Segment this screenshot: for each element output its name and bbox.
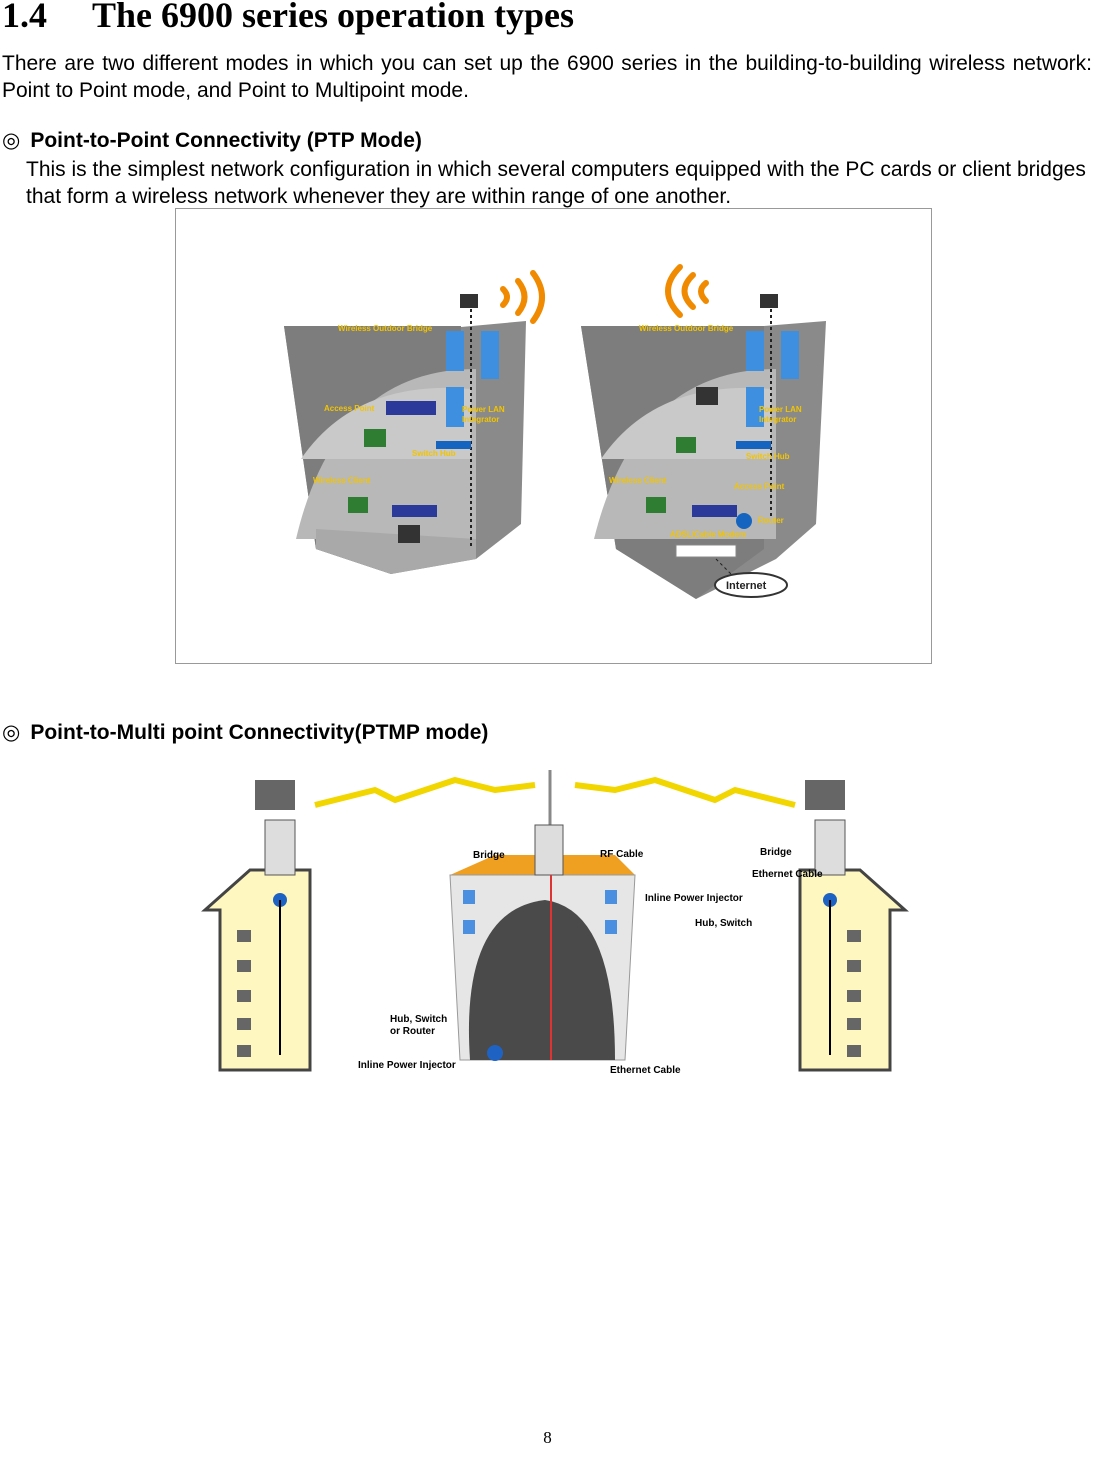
label-right-pli: Power LAN [759,405,802,414]
ptmp-title-text: Point-to-Multi point Connectivity(PTMP m… [30,721,489,744]
ptp-description: This is the simplest network configurati… [26,158,1086,208]
label-left-pli2: Integrator [462,415,499,424]
left-building [284,294,526,574]
label-left-client: Wireless Client [313,476,371,485]
ptp-title: ◎ Point-to-Point Connectivity (PTP Mode) [2,128,422,153]
label-ethernet-cable-right: Ethernet Cable [752,869,823,880]
label-left-ap: Access Point [324,404,375,413]
ptp-title-text: Point-to-Point Connectivity (PTP Mode) [30,129,422,152]
ptmp-diagram-svg: Bridge RF Cable Bridge Ethernet Cable In… [201,770,909,1076]
label-hub-switch-right: Hub, Switch [695,918,752,929]
section-title: The 6900 series operation types [92,0,574,35]
label-hub-switch-router-2: or Router [390,1026,435,1037]
right-building [581,294,826,599]
page-number: 8 [543,1428,552,1447]
ptmp-diagram: Bridge RF Cable Bridge Ethernet Cable In… [195,760,915,1100]
label-right-pli2: Integrator [759,415,796,424]
ptmp-labels: Bridge RF Cable Bridge Ethernet Cable In… [358,847,823,1076]
label-right-switch: Switch Hub [746,452,790,461]
ptp-diagram-svg: Wireless Outdoor Bridge Access Point Pow… [284,264,826,599]
intro-paragraph: There are two different modes in which y… [2,52,1092,102]
label-ethernet-cable-bottom: Ethernet Cable [610,1065,681,1076]
label-right-modem: ADSL/Cable Modem [670,530,746,539]
label-inline-injector-left: Inline Power Injector [358,1060,456,1071]
left-tower-building [201,780,312,1072]
label-inline-injector-right: Inline Power Injector [645,893,743,904]
section-number: 1.4 [2,0,47,35]
label-bridge-right: Bridge [760,847,792,858]
right-tower-building [798,780,909,1072]
label-right-ap: Access Point [734,482,785,491]
label-right-client: Wireless Client [609,476,667,485]
label-left-pli: Power LAN [462,405,505,414]
section-heading: 1.4 The 6900 series operation types [2,0,574,36]
bullet-marker: ◎ [2,129,21,152]
bullet-marker: ◎ [2,721,21,744]
wireless-links [314,777,796,808]
label-rf-cable: RF Cable [600,849,644,860]
label-right-router: Router [758,516,784,525]
label-left-bridge: Wireless Outdoor Bridge [338,324,433,333]
center-building [449,770,636,1061]
label-right-bridge: Wireless Outdoor Bridge [639,324,734,333]
signal-waves [500,264,709,324]
ptp-diagram: Wireless Outdoor Bridge Access Point Pow… [175,208,932,664]
ptmp-title: ◎ Point-to-Multi point Connectivity(PTMP … [2,720,488,745]
label-hub-switch-router-1: Hub, Switch [390,1014,447,1025]
label-bridge-center: Bridge [473,850,505,861]
ptp-labels: Wireless Outdoor Bridge Access Point Pow… [313,324,802,539]
label-left-switch: Switch Hub [412,449,456,458]
label-internet: Internet [726,580,767,592]
